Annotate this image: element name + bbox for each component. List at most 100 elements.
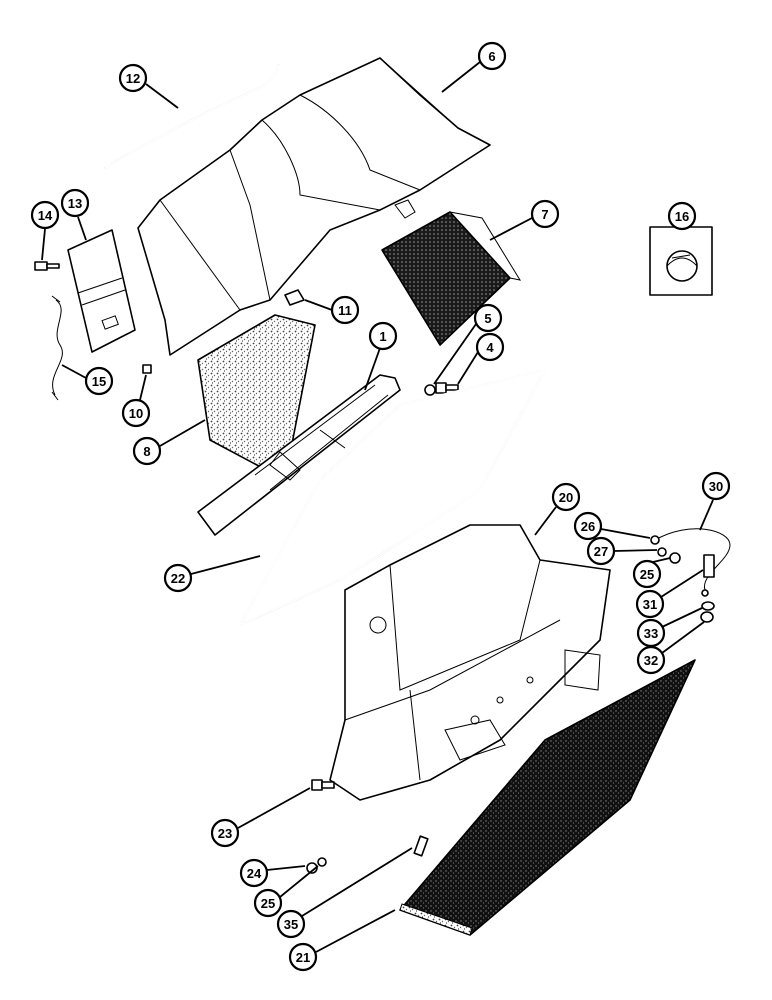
callout-label: 25 — [640, 567, 654, 582]
callout-circle — [573, 511, 603, 541]
callout-label: 21 — [296, 950, 310, 965]
callout-label: 35 — [284, 917, 298, 932]
bolt-part-14 — [34, 261, 60, 271]
callout-label: 12 — [126, 71, 140, 86]
callout-c5: 5 — [473, 303, 503, 333]
callouts-layer: 1456781011121314151620212223242525262730… — [30, 41, 731, 972]
callout-c32: 32 — [636, 645, 666, 675]
housing-part-20 — [329, 524, 611, 801]
callout-label: 26 — [581, 519, 595, 534]
washer-part-26 — [650, 535, 660, 545]
callout-label: 11 — [338, 303, 352, 318]
callout-c10: 10 — [121, 398, 151, 428]
callout-circle — [477, 41, 507, 71]
callout-label: 7 — [541, 207, 548, 222]
callout-c4: 4 — [475, 332, 505, 362]
plug-part-16 — [649, 226, 713, 296]
callout-label: 24 — [247, 866, 262, 881]
callout-circle — [163, 563, 193, 593]
callout-circle — [551, 482, 581, 512]
callout-label: 20 — [559, 490, 573, 505]
callout-c21: 21 — [288, 942, 318, 972]
callout-label: 6 — [488, 49, 495, 64]
callout-label: 13 — [68, 196, 82, 211]
leader-line-c33 — [661, 607, 703, 628]
callout-circle — [210, 818, 240, 848]
foam-filter-part-8 — [197, 314, 316, 481]
callout-c12: 12 — [118, 63, 148, 93]
leader-line-c32 — [661, 621, 705, 654]
wire-part-15 — [51, 295, 63, 401]
callout-c30: 30 — [701, 471, 731, 501]
leader-line-c10 — [139, 374, 147, 401]
hose-part-12 — [104, 63, 279, 169]
callout-c1: 1 — [368, 321, 398, 351]
base-plate-part-1 — [197, 374, 401, 536]
washer-part-27 — [657, 547, 667, 557]
bolt-part-4 — [435, 382, 459, 394]
callout-circle — [667, 201, 697, 231]
leader-line-c11 — [304, 299, 333, 311]
callout-circle — [118, 63, 148, 93]
callout-c27: 27 — [586, 536, 616, 566]
gasket-frame-part-22 — [237, 368, 547, 628]
leader-line-c5 — [433, 323, 477, 385]
leader-line-c4 — [457, 351, 479, 385]
washer-part-33 — [701, 601, 715, 611]
callout-label: 22 — [171, 571, 185, 586]
callout-label: 14 — [38, 208, 53, 223]
callout-c15: 15 — [84, 366, 114, 396]
callout-c35: 35 — [276, 909, 306, 939]
washer-part-24 — [306, 862, 318, 874]
leader-line-c20 — [534, 506, 557, 536]
callout-circle — [473, 303, 503, 333]
nut-part-25-lower — [317, 857, 327, 867]
callout-c22: 22 — [163, 563, 193, 593]
leader-line-c24 — [266, 865, 306, 871]
fastener-part-10 — [142, 364, 152, 374]
leader-line-c35 — [301, 847, 413, 917]
callout-c33: 33 — [636, 618, 666, 648]
callout-c25b: 25 — [632, 559, 662, 589]
harness-part-30 — [654, 528, 731, 597]
callout-label: 4 — [486, 340, 494, 355]
bolt-part-31 — [703, 554, 715, 578]
cover-part-6 — [137, 57, 491, 356]
callout-label: 1 — [379, 329, 386, 344]
leader-line-c25a — [279, 865, 319, 898]
callout-circle — [475, 332, 505, 362]
leader-line-c27 — [613, 549, 658, 552]
callout-c26: 26 — [573, 511, 603, 541]
leader-line-c14 — [41, 228, 46, 261]
callout-label: 16 — [675, 209, 689, 224]
callout-c11: 11 — [330, 295, 360, 325]
callout-circle — [132, 436, 162, 466]
callout-label: 10 — [129, 406, 143, 421]
callout-circle — [30, 200, 60, 230]
callout-label: 30 — [709, 479, 723, 494]
callout-c31: 31 — [635, 589, 665, 619]
callout-circle — [632, 559, 662, 589]
leader-line-c21 — [315, 909, 396, 953]
callout-c13: 13 — [60, 188, 90, 218]
callout-circle — [330, 295, 360, 325]
leader-line-c30 — [699, 499, 714, 531]
callout-c16: 16 — [667, 201, 697, 231]
callout-circle — [60, 188, 90, 218]
callout-label: 31 — [643, 597, 657, 612]
callout-circle — [253, 888, 283, 918]
bolt-part-23 — [311, 779, 335, 791]
callout-c20: 20 — [551, 482, 581, 512]
callout-c8: 8 — [132, 436, 162, 466]
nut-part-32 — [700, 611, 714, 623]
callout-label: 5 — [484, 311, 491, 326]
callout-circle — [239, 858, 269, 888]
callout-label: 15 — [92, 374, 106, 389]
callout-label: 25 — [261, 896, 275, 911]
leader-line-c15 — [61, 364, 87, 379]
callout-label: 32 — [644, 653, 658, 668]
leader-line-c7 — [489, 217, 533, 241]
leader-line-c22 — [190, 555, 261, 575]
pin-part-35 — [413, 835, 429, 857]
nut-part-5 — [424, 384, 436, 396]
